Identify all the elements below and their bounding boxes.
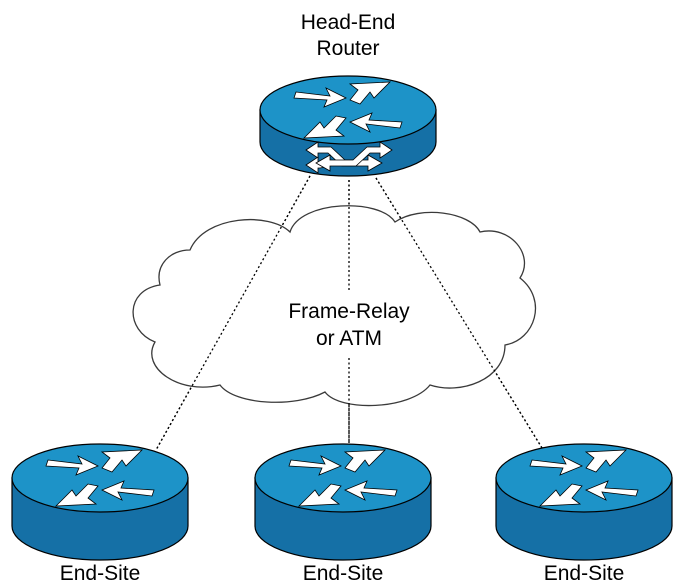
head-end-label-line1: Head-End xyxy=(301,11,396,34)
cloud-label-line2: or ATM xyxy=(316,327,382,350)
head-end-router: Head-End Router xyxy=(259,11,437,177)
end-site-router-1: End-Site xyxy=(11,443,189,584)
router-icon xyxy=(495,443,673,561)
end-site-router-3: End-Site xyxy=(495,443,673,584)
head-end-label-line2: Router xyxy=(316,37,379,60)
end-site-router-2: End-Site xyxy=(254,443,432,584)
cloud-icon xyxy=(132,205,537,407)
cloud-label-line1: Frame-Relay xyxy=(288,300,410,323)
router-icon xyxy=(254,443,432,561)
links-over-cloud xyxy=(155,175,543,451)
router-with-switch-icon xyxy=(259,75,437,177)
end-site-label-3: End-Site xyxy=(544,562,625,584)
end-site-label-2: End-Site xyxy=(303,562,384,584)
end-site-label-1: End-Site xyxy=(60,562,141,584)
router-icon xyxy=(11,443,189,561)
